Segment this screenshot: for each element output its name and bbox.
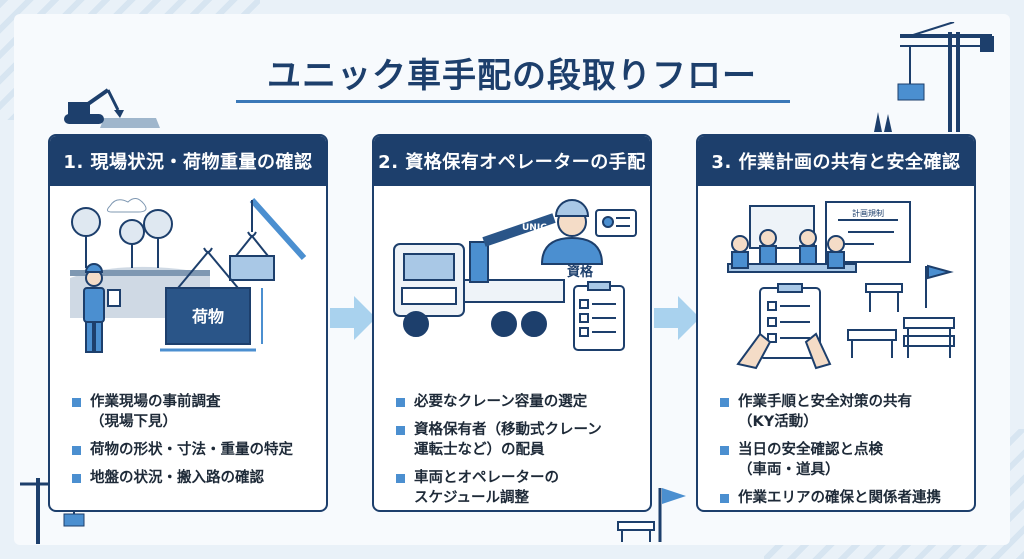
step-heading: 2. 資格保有オペレーターの手配 <box>374 136 650 186</box>
flow-arrow-icon <box>330 296 376 340</box>
page-title: ユニック車手配の段取りフロー <box>267 56 757 96</box>
truck-brand-label: UNIC <box>522 223 547 233</box>
bullet-item: 作業エリアの確保と関係者連携 <box>720 488 970 508</box>
bullet-list: 必要なクレーン容量の選定 資格保有者（移動式クレーン運転士など）の配員 車両とオ… <box>396 392 646 510</box>
cargo-label: 荷物 <box>192 307 224 326</box>
plan-board-label: 計画規制 <box>852 208 884 218</box>
bullet-list: 作業現場の事前調査（現場下見） 荷物の形状・寸法・重量の特定 地盤の状況・搬入路… <box>72 392 322 496</box>
bullet-list: 作業手順と安全対策の共有（KY活動） 当日の安全確認と点検（車両・道具） 作業エ… <box>720 392 970 510</box>
bullet-item: 地盤の状況・搬入路の確認 <box>72 468 322 488</box>
flag-barrier-icon <box>617 488 686 542</box>
bullet-item: 当日の安全確認と点検（車両・道具） <box>720 440 970 480</box>
site-inspection-illustration: 荷物 <box>70 197 307 353</box>
safety-meeting-illustration: 計画規制 <box>727 201 955 370</box>
bullet-item: 荷物の形状・寸法・重量の特定 <box>72 440 322 460</box>
bullet-item: 資格保有者（移動式クレーン運転士など）の配員 <box>396 420 646 460</box>
step-heading: 1. 現場状況・荷物重量の確認 <box>50 136 326 186</box>
flow-arrow-icon <box>654 296 700 340</box>
excavator-icon <box>64 88 160 128</box>
step-card-3: 3. 作業計画の共有と安全確認 計画規制 <box>696 134 976 512</box>
tower-crane-icon <box>897 22 994 132</box>
bullet-item: 必要なクレーン容量の選定 <box>396 392 646 412</box>
bullet-item: 作業現場の事前調査（現場下見） <box>72 392 322 432</box>
step-card-2: 2. 資格保有オペレーターの手配 UNIC 資格 <box>372 134 652 512</box>
step-heading: 3. 作業計画の共有と安全確認 <box>698 136 974 186</box>
title-underline <box>236 100 790 103</box>
traffic-cone-icon <box>874 112 892 132</box>
truck-operator-illustration: UNIC 資格 <box>393 199 637 351</box>
bullet-item: 車両とオペレーターのスケジュール調整 <box>396 468 646 508</box>
bullet-item: 作業手順と安全対策の共有（KY活動） <box>720 392 970 432</box>
license-label: 資格 <box>567 264 594 280</box>
step-card-1: 1. 現場状況・荷物重量の確認 <box>48 134 328 512</box>
